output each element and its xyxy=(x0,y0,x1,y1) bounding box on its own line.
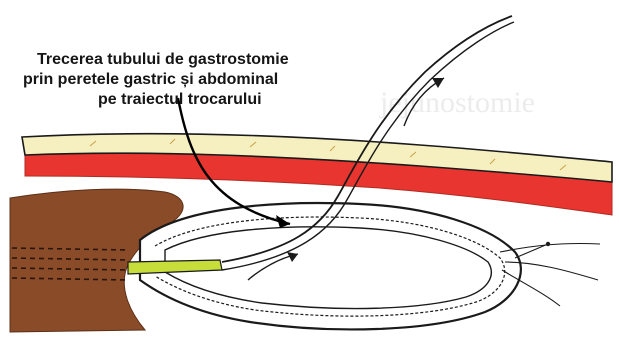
ligament-point xyxy=(546,242,550,246)
caption-line-2: prin peretele gastric și abdominal xyxy=(23,71,278,88)
watermark-text: jejunostomie xyxy=(379,86,535,119)
diagram-caption: Trecerea tubului de gastrostomie prin pe… xyxy=(23,51,289,108)
caption-line-1: Trecerea tubului de gastrostomie xyxy=(37,51,289,68)
caption-line-3: pe traiectul trocarului xyxy=(98,91,262,108)
